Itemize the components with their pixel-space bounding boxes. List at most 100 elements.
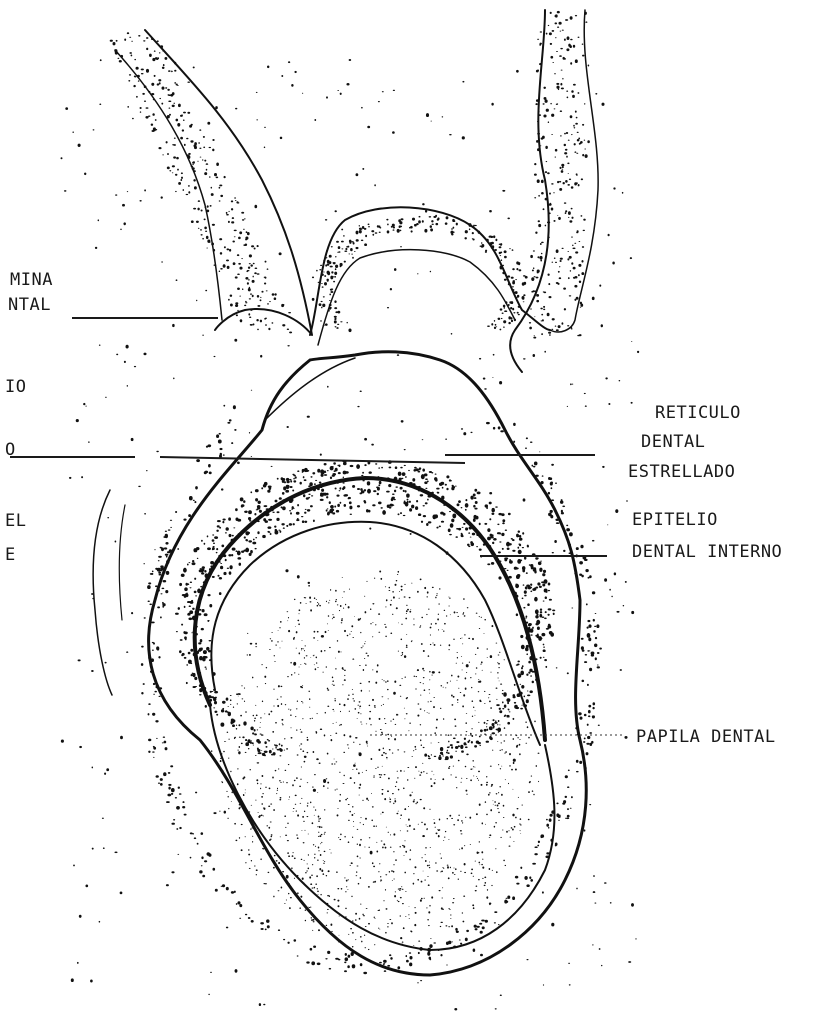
stipple-dot [279,799,281,800]
stipple-dot [324,493,327,496]
stipple-dot [334,506,336,508]
stipple-dot [515,279,517,280]
stipple-dot [73,864,75,866]
stipple-dot [181,172,183,174]
stipple-dot [291,674,292,676]
stipple-dot [459,849,460,850]
stipple-dot [528,624,531,626]
stipple-dot [355,939,356,940]
stipple-dot [615,509,618,513]
stipple-dot [340,93,342,95]
stipple-dot [184,657,187,659]
stipple-dot [258,812,259,813]
stipple-dot [431,896,433,898]
stipple-dot [533,354,536,357]
stipple-dot [138,486,141,487]
stipple-dot [345,604,346,606]
stipple-dot [162,154,164,155]
stipple-dot [530,255,533,258]
stipple-dot [504,279,507,281]
stipple-dot [158,79,161,81]
stipple-dot [581,575,583,578]
stipple-dot [482,926,485,929]
stipple-dot [293,808,295,809]
stipple-dot [562,166,564,168]
stipple-dot [373,826,375,827]
stipple-dot [579,143,581,145]
stipple-dot [562,506,565,508]
stipple-dot [429,905,430,907]
stipple-dot [571,90,573,93]
stipple-dot [587,724,589,726]
stipple-dot [581,272,584,275]
stipple-dot [396,607,398,609]
stipple-dot [340,502,342,504]
stipple-dot [309,707,310,708]
stipple-dot [460,871,461,872]
stipple-dot [195,595,197,596]
stipple-dot [560,258,563,260]
stipple-dot [307,737,308,738]
stipple-dot [281,703,282,705]
stipple-dot [548,283,550,285]
stipple-dot [593,875,595,877]
stipple-dot [247,633,248,634]
stipple-dot [522,282,525,286]
stipple-dot [383,752,385,754]
stipple-dot [224,176,226,178]
stipple-dot [245,711,247,713]
stipple-dot [207,535,209,537]
stipple-dot [282,723,283,724]
stipple-dot [540,638,543,639]
stipple-dot [470,677,472,678]
stipple-dot [393,226,395,228]
stipple-dot [268,872,270,873]
stipple-dot [264,318,266,320]
stipple-dot [256,715,258,717]
stipple-dot [340,794,341,796]
stipple-dot [214,173,217,176]
stipple-dot [93,129,95,130]
stipple-dot [386,827,387,828]
stipple-dot [300,482,302,485]
stipple-dot [229,565,232,569]
stipple-dot [270,711,272,713]
stipple-dot [148,115,150,116]
stipple-dot [279,531,281,533]
stipple-dot [482,878,483,879]
stipple-dot [418,940,420,941]
stipple-dot [322,873,324,875]
stipple-dot [576,547,579,550]
stipple-dot [269,649,271,650]
stipple-dot [297,754,299,755]
stipple-dot [427,499,429,501]
stipple-dot [252,742,254,744]
stipple-dot [189,496,193,500]
stipple-dot [131,41,133,42]
stipple-dot [443,868,444,869]
stipple-dot [428,911,430,913]
stipple-dot [356,231,359,235]
stipple-dot [220,252,222,255]
stipple-dot [383,704,384,705]
stipple-dot [631,402,633,404]
stipple-dot [291,867,292,869]
stipple-dot [420,682,422,683]
stipple-dot [588,710,591,714]
stipple-dot [355,247,358,249]
stipple-dot [146,37,149,39]
stipple-dot [252,677,253,679]
stipple-dot [386,219,388,221]
stipple-dot [287,822,288,824]
stipple-dot [231,891,234,894]
stipple-dot [565,796,568,798]
stipple-dot [244,218,246,219]
stipple-dot [533,250,535,251]
stipple-dot [572,245,573,246]
stipple-dot [212,534,214,535]
stipple-dot [269,788,271,790]
stipple-dot [274,855,276,856]
stipple-dot [259,727,260,728]
stipple-dot [530,690,533,693]
stipple-dot [544,659,547,661]
